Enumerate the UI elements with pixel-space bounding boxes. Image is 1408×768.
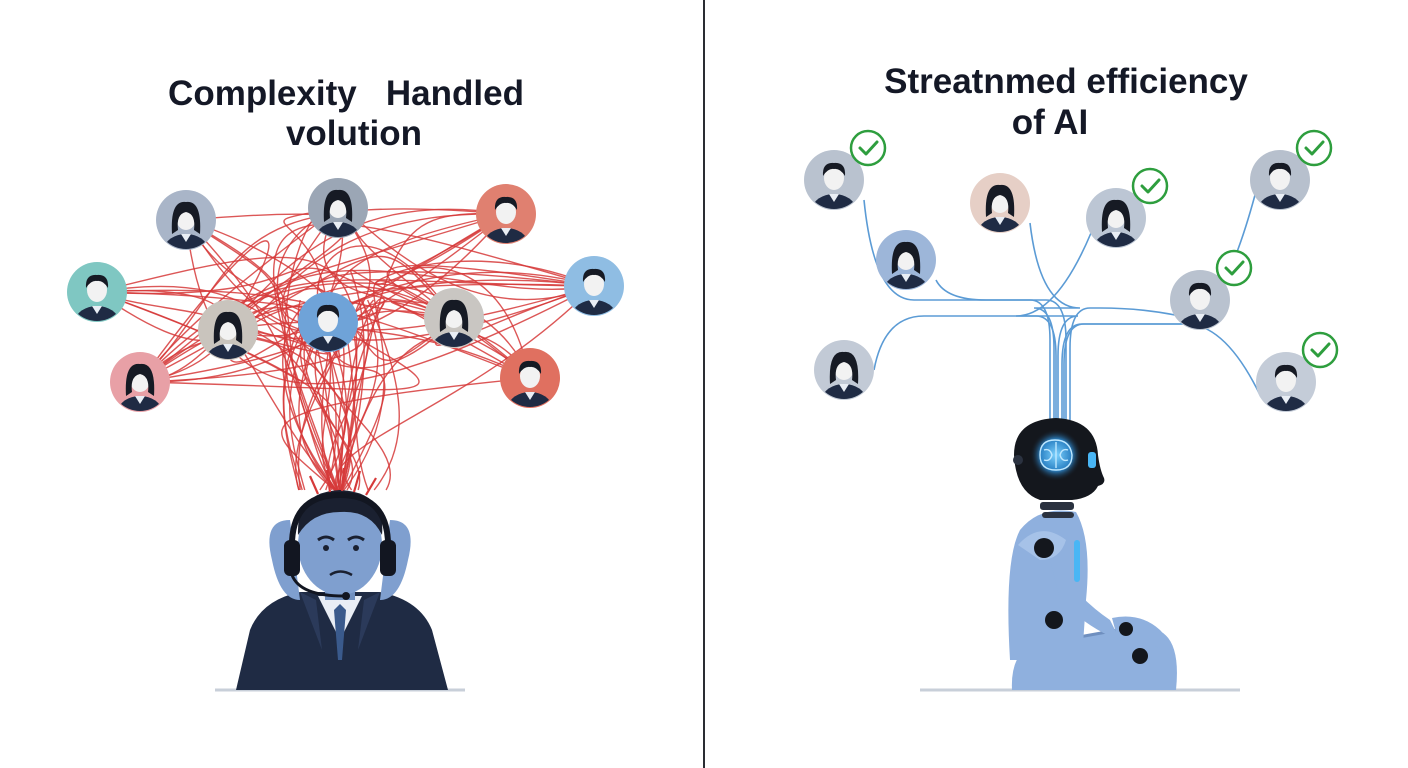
right-avatar-3: [1086, 188, 1146, 248]
right-title-line1: Streatnmed efficiency: [884, 62, 1248, 101]
right-title-line2: of AI: [1012, 103, 1088, 142]
left-avatar-2: [308, 178, 368, 238]
right-avatar-2: [970, 173, 1030, 233]
check-icon: [1301, 331, 1339, 369]
check-icon: [1131, 167, 1169, 205]
left-avatar-1: [156, 190, 216, 250]
right-avatar-8: [1256, 352, 1316, 412]
check-icon: [1295, 129, 1333, 167]
check-icon: [1215, 249, 1253, 287]
ai-robot-figure: [920, 418, 1240, 692]
left-title-line2: volution: [286, 114, 422, 153]
left-customer-avatars: [67, 178, 624, 412]
right-avatar-1: [804, 150, 864, 210]
left-avatar-5: [564, 256, 624, 316]
left-avatar-6: [198, 300, 258, 360]
right-avatar-7: [814, 340, 874, 400]
left-avatar-4: [67, 262, 127, 322]
check-icon: [849, 129, 887, 167]
right-avatar-6: [1170, 270, 1230, 330]
right-avatar-5: [876, 230, 936, 290]
stressed-agent-figure: [215, 467, 465, 692]
right-customer-avatars: [804, 129, 1339, 412]
left-avatar-8: [424, 288, 484, 348]
left-avatar-9: [110, 352, 170, 412]
left-title-line1: Complexity Handled: [168, 74, 524, 113]
left-avatar-3: [476, 184, 536, 244]
right-panel: Streatnmed efficiency of AI: [804, 62, 1339, 692]
left-avatar-10: [500, 348, 560, 408]
left-panel: Complexity Handled volution: [67, 74, 624, 692]
left-avatar-7: [298, 292, 358, 352]
tangled-connections: [96, 204, 595, 496]
right-avatar-4: [1250, 150, 1310, 210]
